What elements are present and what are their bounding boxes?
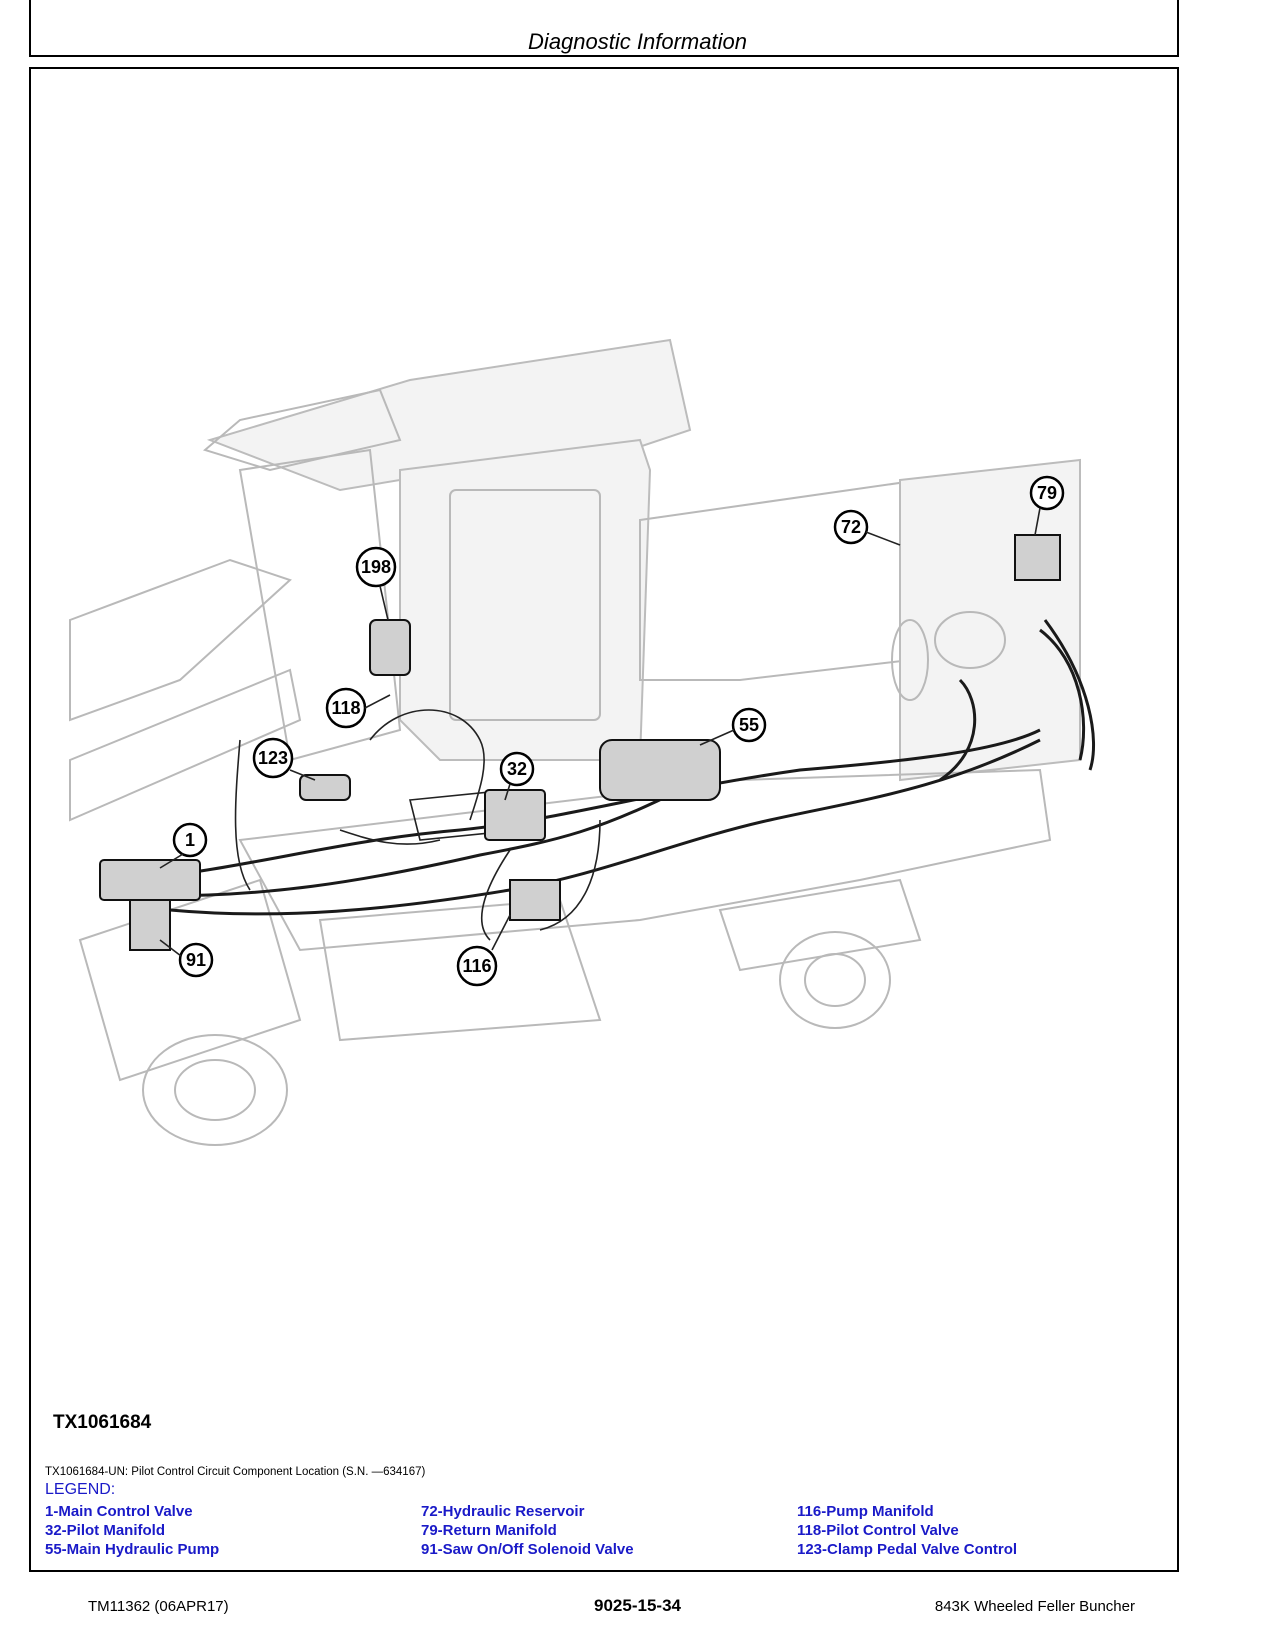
return-manifold-part — [1014, 534, 1061, 581]
svg-text:116: 116 — [462, 956, 491, 976]
callout-123: 123 — [252, 737, 294, 779]
footer-document-number: TM11362 (06APR17) — [88, 1598, 229, 1615]
machine-ghost — [69, 338, 1081, 1146]
machine-illustration: 198 118 123 32 55 72 79 1 91 116 — [69, 338, 1096, 1146]
page-header-title: Diagnostic Information — [528, 29, 747, 54]
pilot-manifold-part — [484, 789, 546, 841]
legend-item: 116-Pump Manifold — [797, 1503, 934, 1520]
callout-198: 198 — [355, 546, 397, 588]
main-control-valve-part — [99, 859, 201, 901]
legend-item: 118-Pilot Control Valve — [797, 1522, 959, 1539]
svg-text:79: 79 — [1037, 483, 1057, 503]
leader-lines — [159, 507, 1041, 957]
pump-manifold-part — [509, 879, 561, 921]
footer-page-number: 9025-15-34 — [594, 1596, 681, 1615]
clamp-pedal-part — [299, 774, 351, 801]
callout-1: 1 — [172, 822, 208, 858]
callout-79: 79 — [1029, 475, 1065, 511]
svg-text:72: 72 — [841, 517, 861, 537]
callout-91: 91 — [178, 942, 214, 978]
svg-text:123: 123 — [258, 748, 288, 768]
header-frame — [29, 0, 1179, 57]
svg-text:55: 55 — [739, 715, 759, 735]
legend-item: 72-Hydraulic Reservoir — [421, 1503, 585, 1520]
legend-column: 1-Main Control Valve 32-Pilot Manifold 5… — [45, 1502, 219, 1559]
legend-item: 123-Clamp Pedal Valve Control — [797, 1541, 1018, 1558]
legend-item: 79-Return Manifold — [421, 1522, 557, 1539]
legend-column: 116-Pump Manifold 118-Pilot Control Valv… — [797, 1502, 1017, 1559]
footer-model-name: 843K Wheeled Feller Buncher — [934, 1598, 1135, 1615]
hydraulic-lines — [129, 619, 1096, 941]
callout-116: 116 — [456, 945, 498, 987]
legend-item: 55-Main Hydraulic Pump — [45, 1541, 220, 1558]
figure-caption: TX1061684-UN: Pilot Control Circuit Comp… — [45, 1466, 426, 1478]
pilot-control-valve-part — [369, 619, 411, 676]
callout-32: 32 — [499, 751, 535, 787]
legend-item: 91-Saw On/Off Solenoid Valve — [421, 1541, 634, 1558]
content-frame — [29, 67, 1179, 1572]
callout-55: 55 — [731, 707, 767, 743]
legend-item: 32-Pilot Manifold — [45, 1522, 165, 1539]
legend-title: LEGEND: — [45, 1481, 116, 1498]
svg-text:118: 118 — [331, 698, 360, 718]
figure-id: TX1061684 — [53, 1412, 152, 1433]
components — [99, 534, 1061, 951]
legend-column: 72-Hydraulic Reservoir 79-Return Manifol… — [421, 1502, 634, 1559]
callout-72: 72 — [833, 509, 869, 545]
legend-item: 1-Main Control Valve — [45, 1503, 193, 1520]
svg-text:198: 198 — [361, 557, 391, 577]
svg-text:32: 32 — [507, 759, 527, 779]
svg-text:91: 91 — [186, 950, 206, 970]
callout-118: 118 — [325, 687, 367, 729]
main-pump-part — [599, 739, 721, 801]
svg-text:1: 1 — [185, 830, 195, 850]
